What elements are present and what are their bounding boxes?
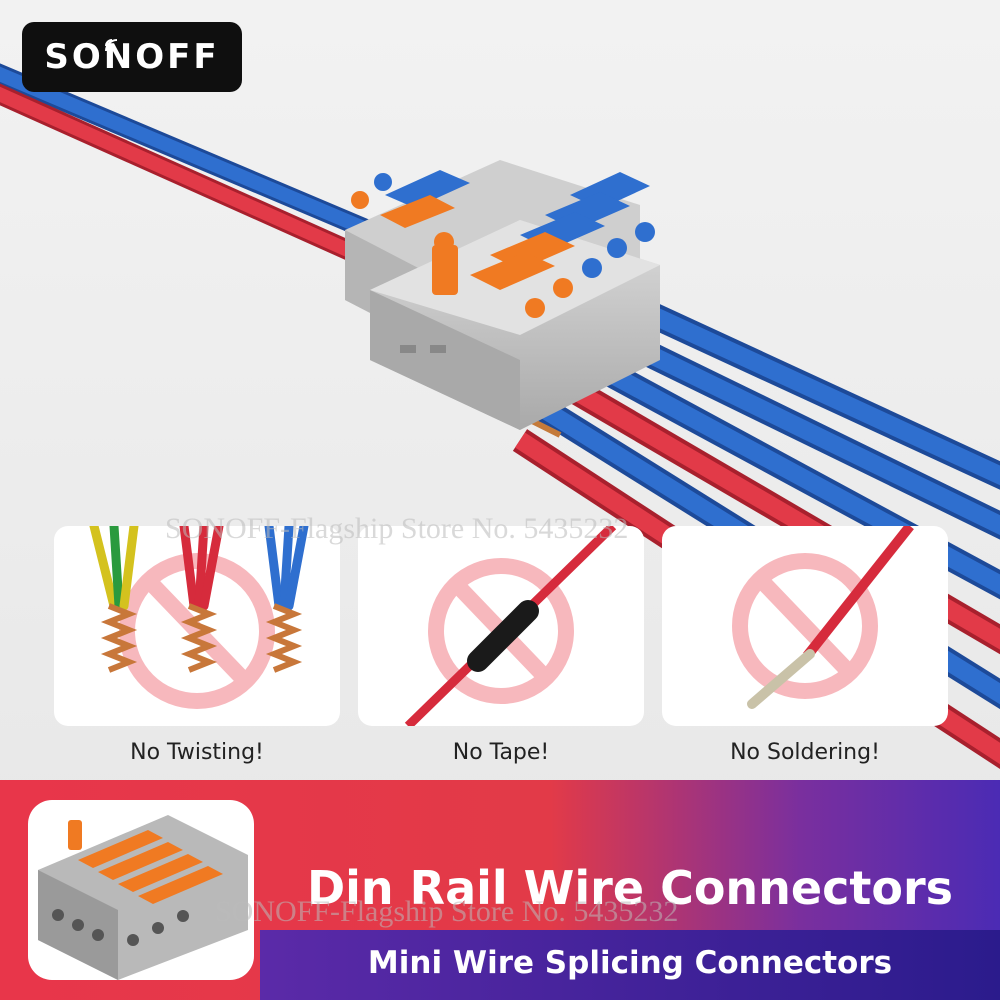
banner-subtitle: Mini Wire Splicing Connectors [367,945,893,981]
feature-card-no-soldering [662,526,948,726]
caption-no-tape: No Tape! [452,740,550,765]
watermark-lower: SONOFF-Flagship Store No. 5435232 [215,895,679,928]
soldered-wire-illustration [732,526,914,709]
connector-thumbnail-illustration [38,815,248,980]
product-thumbnail [28,800,254,980]
feature-card-no-twisting [54,526,340,726]
wifi-icon [105,39,118,52]
sonoff-logo: SONOFF [22,22,242,92]
banner-title: Din Rail Wire Connectors [306,861,954,915]
watermark-upper: SONOFF-Flagship Store No. 5435232 [165,512,629,545]
caption-no-soldering: No Soldering! [730,740,880,765]
connector [345,160,660,430]
feature-card-no-tape [358,526,644,726]
twisted-wires-illustration [89,526,309,709]
left-wires [0,63,390,270]
caption-no-twisting: No Twisting! [130,740,264,765]
logo-text: SONOFF [44,37,220,77]
taped-wire-illustration [404,526,617,726]
right-wires [508,288,1000,769]
